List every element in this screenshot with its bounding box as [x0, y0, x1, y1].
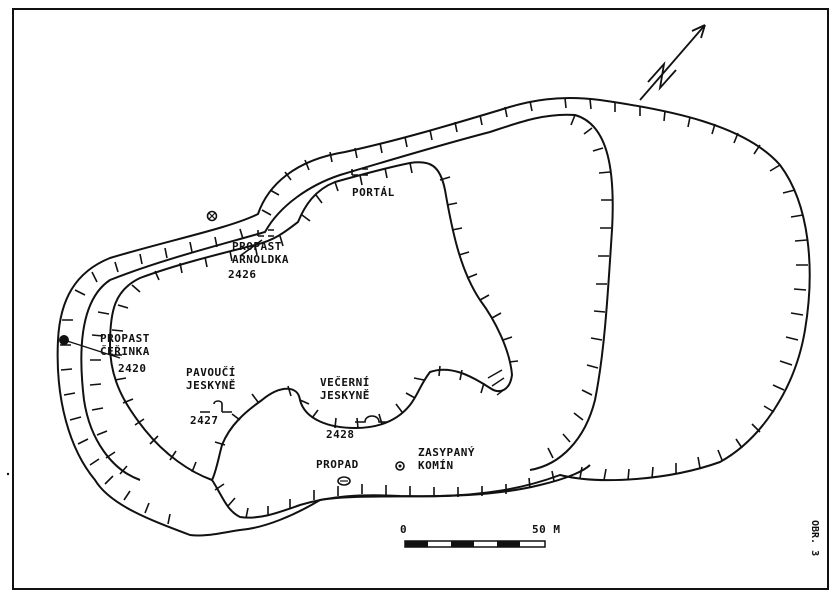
cave-entrance-arnoldka-icon [239, 229, 274, 257]
scale-end-label: 50 M [532, 523, 561, 536]
abyss-cerinka-icon [59, 335, 121, 359]
abyss-arnoldka-icon [206, 210, 218, 222]
cave-entrance-portal-icon [351, 168, 368, 176]
inner-small-ticks [487, 369, 506, 396]
cave-pavouci-icon [200, 400, 232, 413]
label-zasypany-komin: ZASYPANÝ KOMÍN [418, 446, 475, 472]
sinkhole-propad-icon [337, 476, 351, 486]
middle-contour [80, 113, 614, 481]
label-arnoldka-number: 2426 [228, 268, 257, 281]
scale-start-label: 0 [400, 523, 408, 536]
label-vecerni-number: 2428 [326, 428, 355, 441]
inner-depression-hachures [111, 162, 519, 473]
inner-depression-contour [108, 161, 514, 482]
filled-chimney-icon [395, 461, 405, 471]
label-pavouci-number: 2427 [190, 414, 219, 427]
middle-contour-hachures [89, 114, 612, 475]
scale-bar [404, 540, 546, 548]
lower-outer-contour [211, 464, 591, 519]
lower-outer-hachures [214, 470, 555, 519]
label-propad: PROPAD [316, 458, 359, 471]
label-arnoldka: PROPAST ARNOLDKA [232, 240, 289, 266]
north-arrow-icon [639, 24, 706, 101]
stray-dot [6, 472, 10, 476]
label-pavouci: PAVOUČÍ JESKYNĚ [186, 366, 236, 392]
left-outer-hachures [60, 100, 533, 525]
label-portal: PORTÁL [352, 186, 395, 199]
figure-label: OBR. 3 [809, 520, 820, 557]
label-vecerni: VEČERNÍ JESKYNĚ [320, 376, 370, 402]
map-frame [12, 8, 829, 590]
label-cerinka-number: 2420 [118, 362, 147, 375]
outer-rim-hachures [564, 97, 808, 481]
label-cerinka: PROPAST ČEŘINKA [100, 332, 150, 358]
cave-vecerni-icon [355, 415, 387, 423]
